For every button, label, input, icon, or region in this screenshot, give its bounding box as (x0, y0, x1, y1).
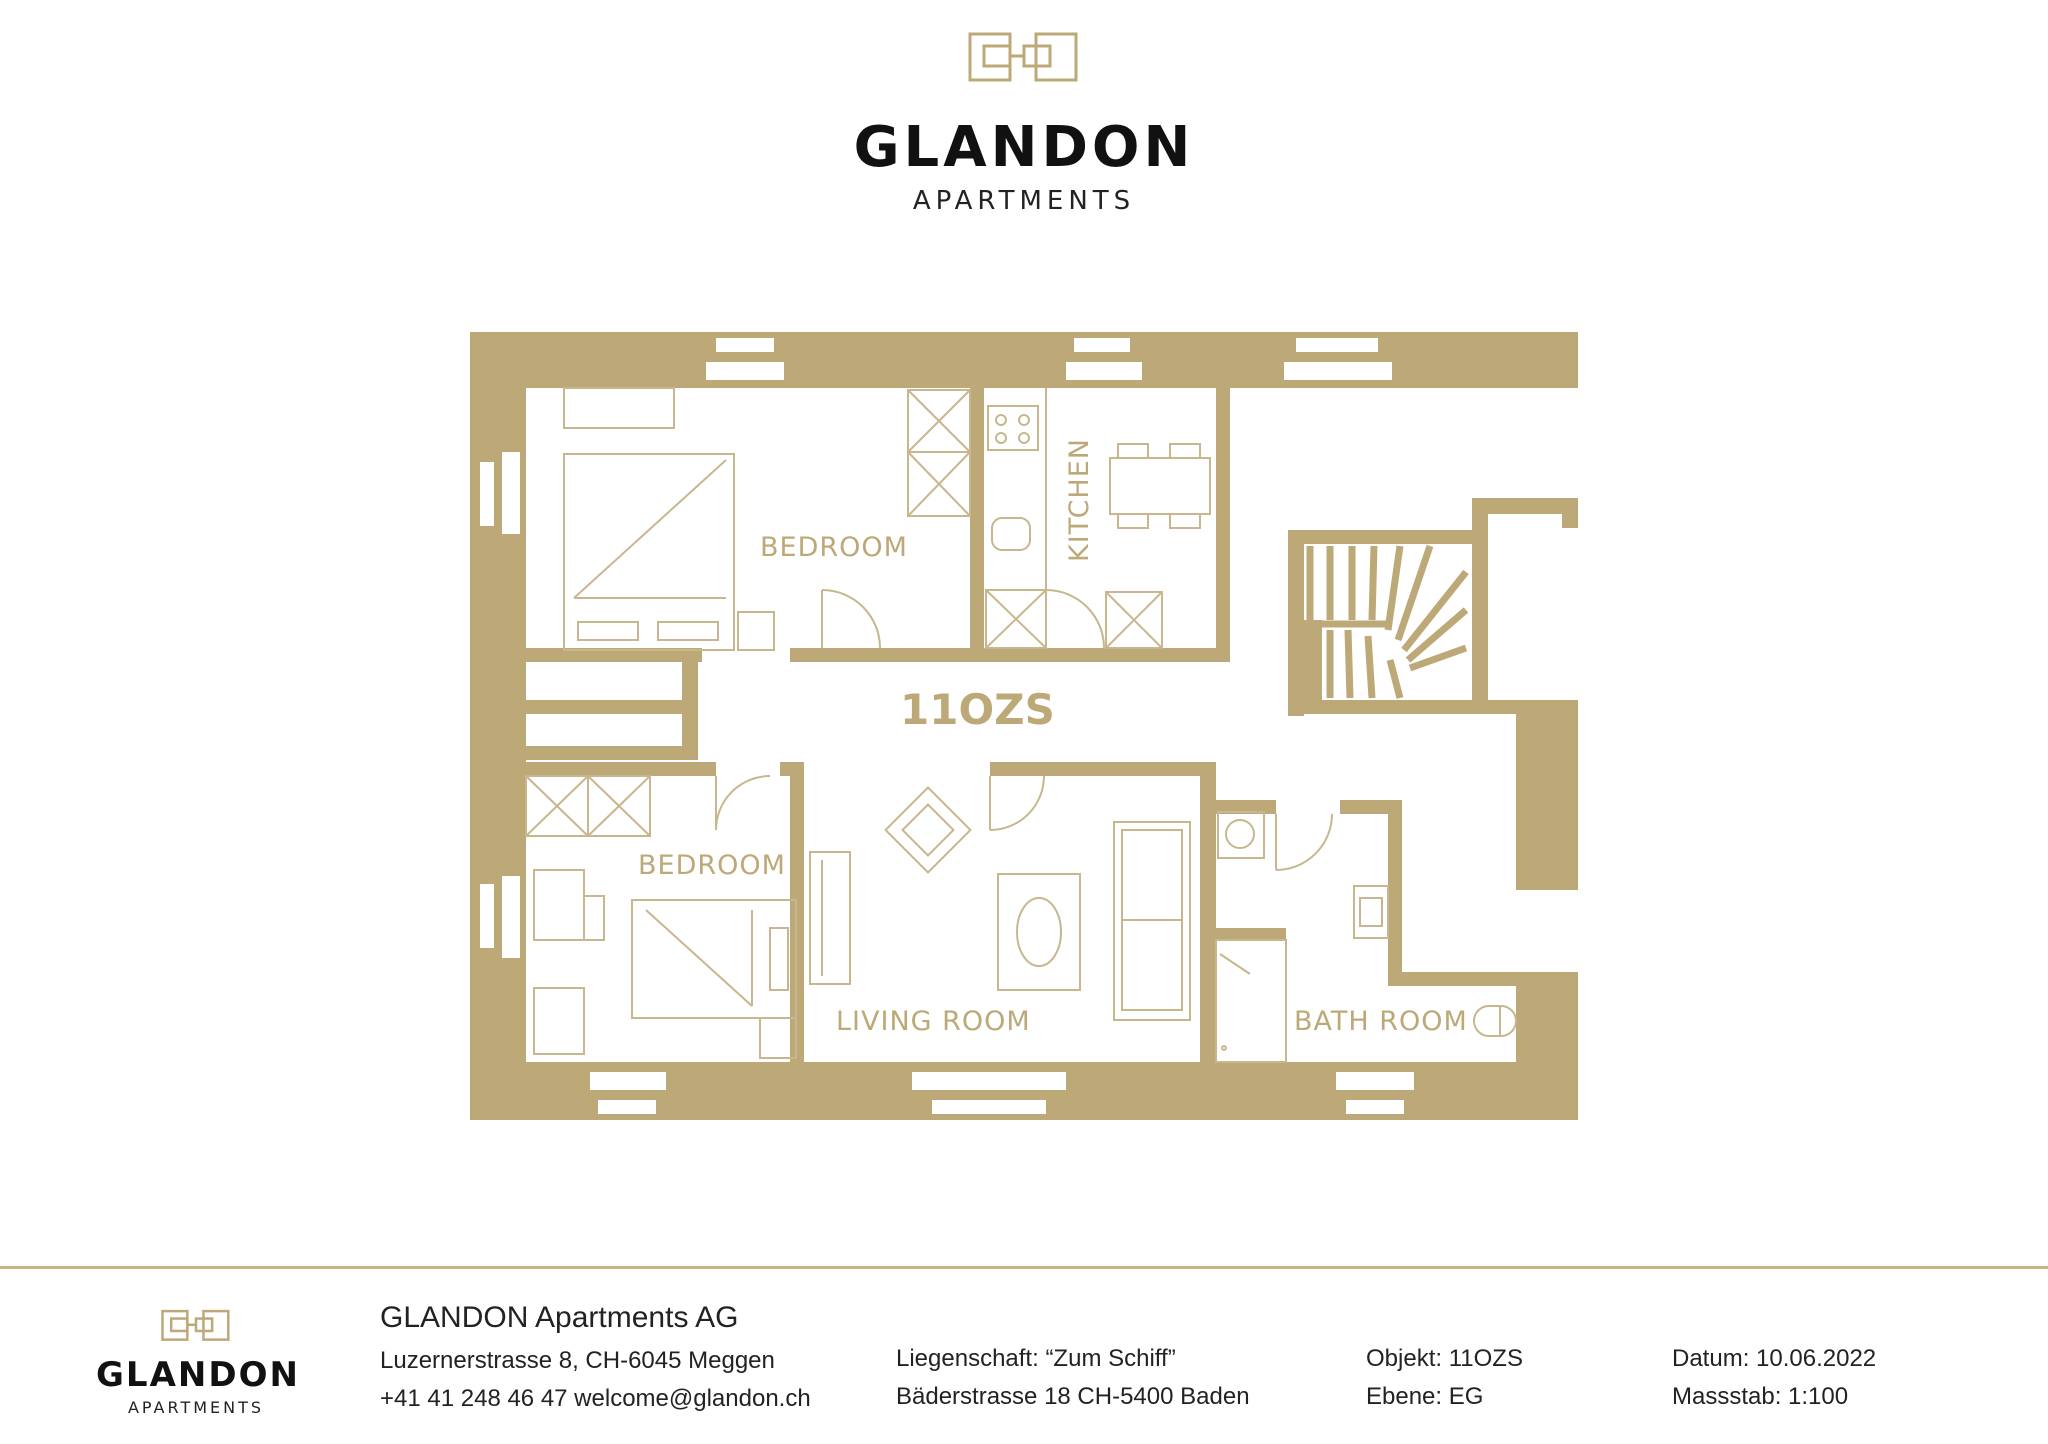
glandon-logo-icon (968, 32, 1078, 82)
company-name: GLANDON Apartments AG (380, 1301, 739, 1334)
object-id: Objekt: 11OZS (1366, 1345, 1523, 1372)
room-label-bath-room: BATH ROOM (1294, 1006, 1468, 1037)
company-address: Luzernerstrasse 8, CH-6045 Meggen (380, 1347, 775, 1374)
windows (480, 338, 1578, 1114)
footer-logo: GLANDON APARTMENTS (96, 1308, 300, 1417)
footer-brand-subtitle: APARTMENTS (127, 1398, 265, 1417)
header-logo: GLANDON APARTMENTS (0, 30, 2048, 216)
date-info: Datum: 10.06.2022 Massstab: 1:100 (1672, 1340, 1876, 1416)
company-contact: +41 41 248 46 47 welcome@glandon.ch (380, 1385, 811, 1412)
property-name: Liegenschaft: “Zum Schiff” (896, 1345, 1176, 1372)
stair-landing (1304, 620, 1322, 700)
plan-date: Datum: 10.06.2022 (1672, 1345, 1877, 1372)
room-label-bedroom-1: BEDROOM (760, 532, 908, 563)
object-level: Ebene: EG (1366, 1383, 1484, 1410)
brand-subtitle: APARTMENTS (912, 186, 1136, 216)
room-label-bedroom-2: BEDROOM (638, 850, 786, 881)
glandon-logo-icon (161, 1309, 230, 1341)
object-info: Objekt: 11OZS Ebene: EG (1366, 1340, 1523, 1416)
brand-name: GLANDON (853, 115, 1195, 180)
room-label-kitchen: KITCHEN (1064, 438, 1095, 562)
plan-scale: Massstab: 1:100 (1672, 1383, 1849, 1410)
room-label-living-room: LIVING ROOM (836, 1006, 1031, 1037)
staircase (1304, 544, 1469, 699)
floor-plan: BEDROOM KITCHEN 11OZS BEDROOM LIVING ROO… (470, 332, 1578, 1120)
footer-divider (0, 1266, 2048, 1269)
property-address: Bäderstrasse 18 CH-5400 Baden (896, 1383, 1250, 1410)
unit-label: 11OZS (900, 685, 1055, 734)
furniture (525, 387, 1517, 1063)
company-info: GLANDON Apartments AG Luzernerstrasse 8,… (380, 1298, 811, 1418)
property-info: Liegenschaft: “Zum Schiff” Bäderstrasse … (896, 1340, 1250, 1416)
footer-brand-name: GLANDON (96, 1355, 300, 1395)
